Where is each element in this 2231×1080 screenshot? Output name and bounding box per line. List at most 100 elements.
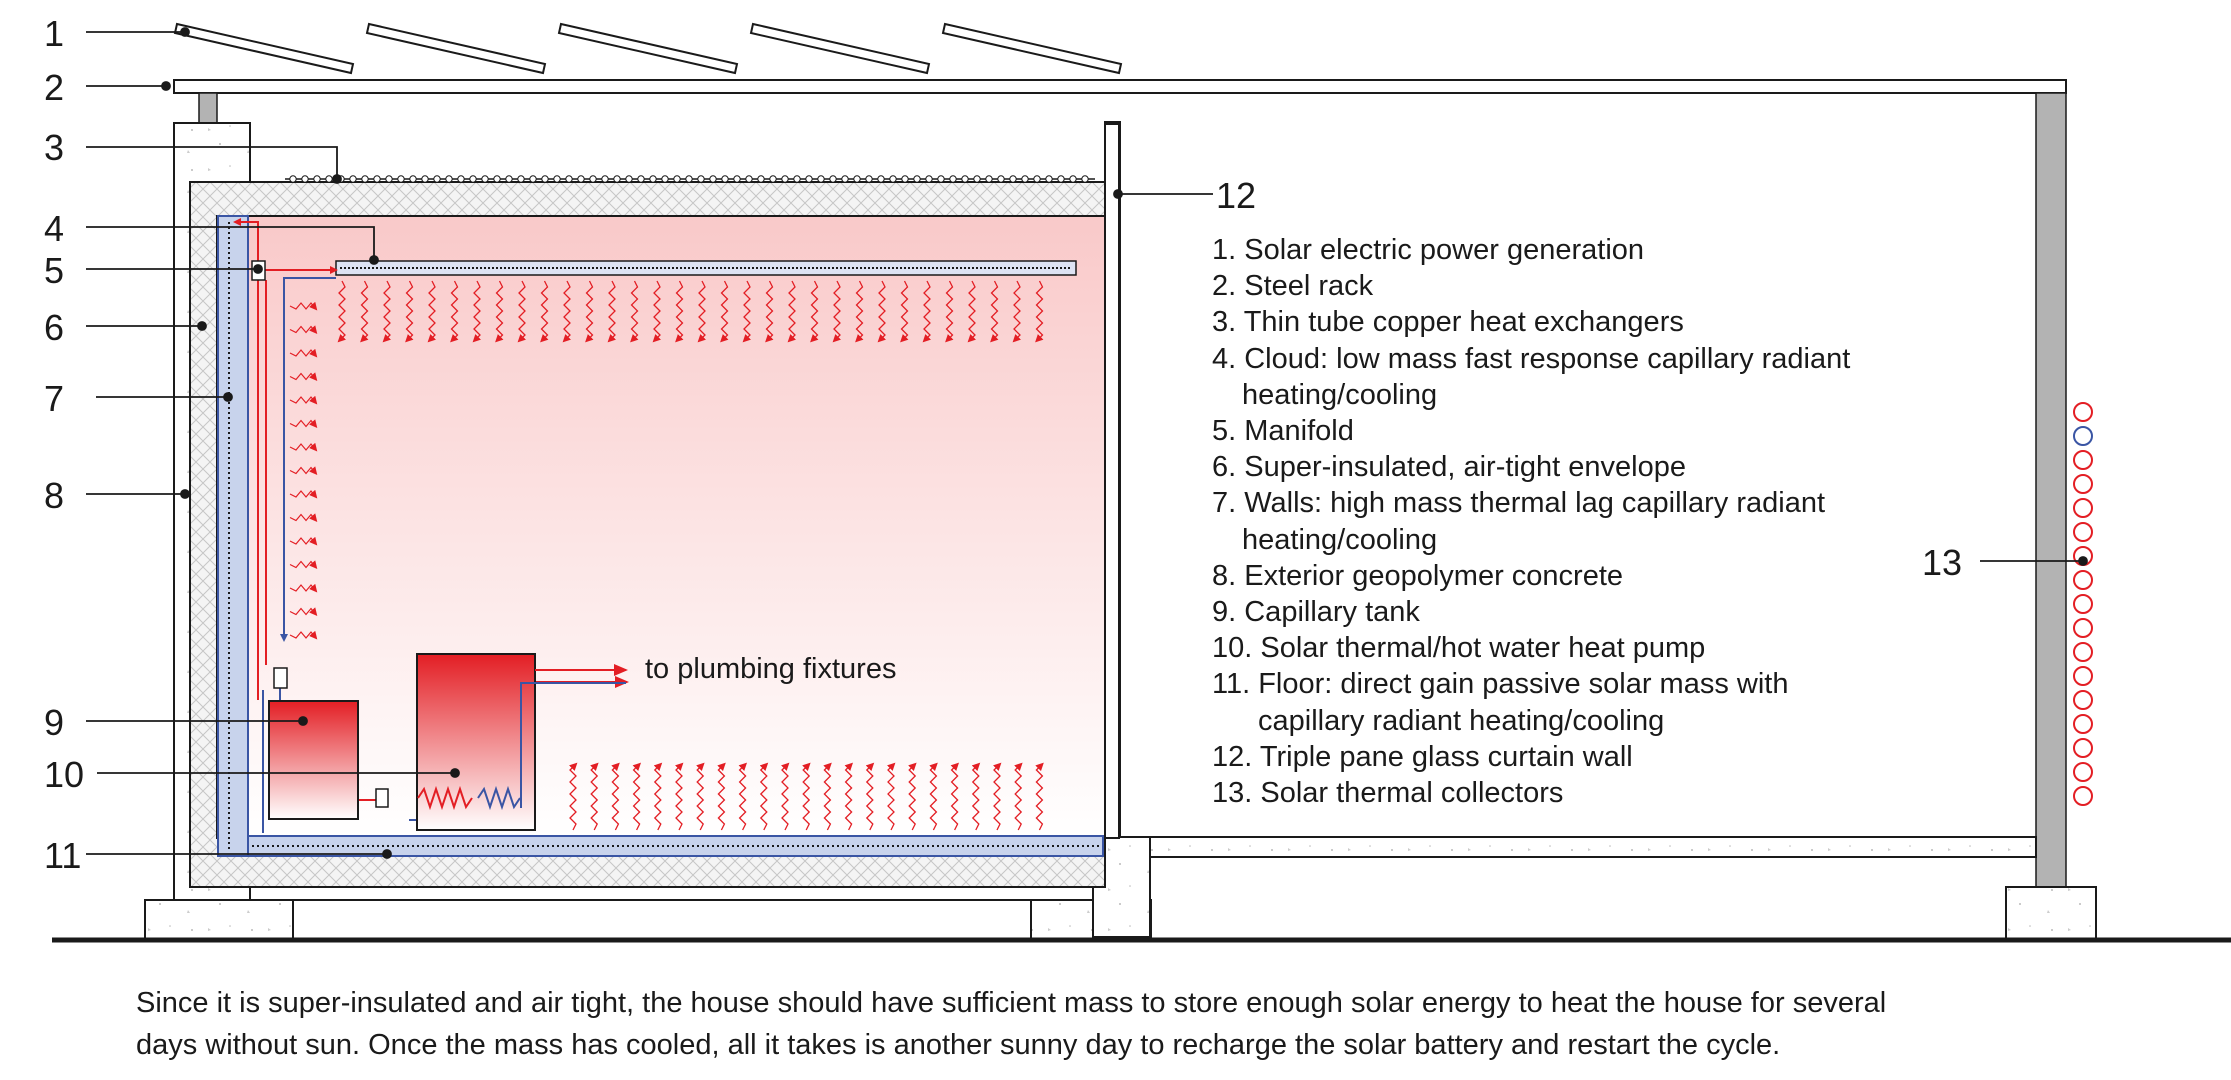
hx-tube bbox=[421, 175, 429, 183]
hx-tube bbox=[793, 175, 801, 183]
callout-1: 1 bbox=[44, 13, 64, 54]
hx-tube bbox=[961, 175, 969, 183]
capillary-wall bbox=[217, 215, 249, 857]
legend-item-5: 5. Manifold bbox=[1212, 415, 1354, 448]
up-ray bbox=[568, 762, 578, 831]
callout-numbers: 1 2 3 4 5 6 7 8 9 10 11 12 13 bbox=[44, 13, 1962, 876]
up-ray bbox=[823, 762, 832, 831]
side-ray bbox=[289, 583, 318, 593]
side-ray bbox=[289, 513, 318, 523]
collector-tube bbox=[2073, 714, 2093, 734]
legend-item-1: 1. Solar electric power generation bbox=[1212, 234, 1645, 266]
callout-5: 5 bbox=[44, 250, 64, 291]
collector-tube bbox=[2073, 642, 2093, 662]
side-ray bbox=[289, 325, 318, 335]
downward-radiant-rays bbox=[337, 280, 1044, 343]
hx-tube bbox=[1045, 175, 1053, 183]
hx-tube bbox=[589, 175, 597, 183]
hx-tube bbox=[349, 175, 357, 183]
down-ray bbox=[585, 280, 594, 343]
hx-tube bbox=[385, 175, 393, 183]
down-ray bbox=[900, 280, 909, 343]
down-ray bbox=[675, 280, 684, 343]
hx-tube bbox=[1081, 175, 1089, 183]
hx-tube bbox=[613, 175, 621, 183]
up-ray bbox=[844, 762, 854, 831]
collector-tube bbox=[2073, 474, 2093, 494]
hx-tube bbox=[757, 175, 765, 183]
side-ray bbox=[289, 630, 318, 640]
up-ray bbox=[1014, 762, 1023, 831]
legend-item-11-cont: capillary radiant heating/cooling bbox=[1258, 704, 1665, 737]
collector-tube bbox=[2073, 618, 2093, 638]
up-ray bbox=[717, 762, 726, 831]
hx-tube bbox=[985, 175, 993, 183]
hx-tube bbox=[661, 175, 669, 183]
hx-tube bbox=[853, 175, 861, 183]
hx-tube bbox=[925, 175, 933, 183]
collector-tube bbox=[2073, 570, 2093, 590]
down-ray bbox=[472, 280, 482, 343]
legend-item-9: 9. Capillary tank bbox=[1212, 596, 1420, 629]
plumbing-fixtures-label: to plumbing fixtures bbox=[645, 653, 897, 685]
side-ray bbox=[289, 395, 318, 405]
down-ray bbox=[427, 280, 437, 343]
side-ray bbox=[289, 301, 318, 311]
collector-tube bbox=[2073, 594, 2093, 614]
up-ray bbox=[696, 762, 705, 831]
down-ray bbox=[877, 280, 887, 343]
up-ray bbox=[590, 762, 599, 831]
callout-8: 8 bbox=[44, 475, 64, 516]
side-ray bbox=[289, 489, 318, 499]
collector-tube bbox=[2073, 402, 2093, 422]
legend-item-6: 6. Super-insulated, air-tight envelope bbox=[1212, 451, 1686, 484]
down-ray bbox=[720, 280, 729, 343]
caption-line-2: days without sun. Once the mass has cool… bbox=[136, 1029, 1781, 1061]
collector-tube bbox=[2073, 786, 2093, 806]
down-ray bbox=[990, 280, 999, 343]
hx-tube bbox=[541, 175, 549, 183]
hx-tube bbox=[481, 175, 489, 183]
up-ray bbox=[738, 762, 748, 831]
hx-tube bbox=[817, 175, 825, 183]
hx-tube bbox=[1069, 175, 1077, 183]
legend: 1. Solar electric power generation 2. St… bbox=[1212, 232, 1972, 811]
hx-tube bbox=[781, 175, 789, 183]
callout-7: 7 bbox=[44, 378, 64, 419]
side-ray bbox=[289, 348, 318, 358]
down-ray bbox=[405, 280, 414, 343]
up-ray bbox=[950, 762, 960, 831]
legend-item-10: 10. Solar thermal/hot water heat pump bbox=[1212, 632, 1706, 665]
down-ray bbox=[765, 280, 774, 343]
down-ray bbox=[540, 280, 549, 343]
down-ray bbox=[832, 280, 842, 343]
legend-item-7: 7. Walls: high mass thermal lag capillar… bbox=[1212, 487, 1826, 520]
legend-item-4-cont: heating/cooling bbox=[1242, 378, 1438, 411]
down-ray bbox=[337, 280, 347, 343]
callout-4: 4 bbox=[44, 208, 64, 249]
callout-6: 6 bbox=[44, 307, 64, 348]
hx-tube bbox=[865, 175, 873, 183]
up-ray bbox=[632, 762, 642, 831]
legend-item-4: 4. Cloud: low mass fast response capilla… bbox=[1212, 342, 1851, 375]
up-ray bbox=[908, 762, 917, 831]
legend-item-12: 12. Triple pane glass curtain wall bbox=[1212, 740, 1633, 773]
hx-tube bbox=[829, 175, 837, 183]
collector-tube bbox=[2073, 426, 2093, 446]
collector-tube bbox=[2073, 450, 2093, 470]
up-ray bbox=[971, 762, 981, 831]
down-ray bbox=[810, 280, 819, 343]
side-ray bbox=[289, 560, 318, 570]
hx-tube bbox=[805, 175, 813, 183]
down-ray bbox=[630, 280, 639, 343]
hx-tube bbox=[769, 175, 777, 183]
down-ray bbox=[495, 280, 504, 343]
down-ray bbox=[787, 280, 797, 343]
legend-item-3: 3. Thin tube copper heat exchangers bbox=[1212, 306, 1684, 339]
glass-curtain-wall bbox=[1104, 123, 1120, 839]
up-ray bbox=[865, 762, 875, 831]
hx-tube bbox=[469, 175, 477, 183]
hx-tube bbox=[637, 175, 645, 183]
down-ray bbox=[922, 280, 932, 343]
down-ray bbox=[360, 280, 369, 343]
